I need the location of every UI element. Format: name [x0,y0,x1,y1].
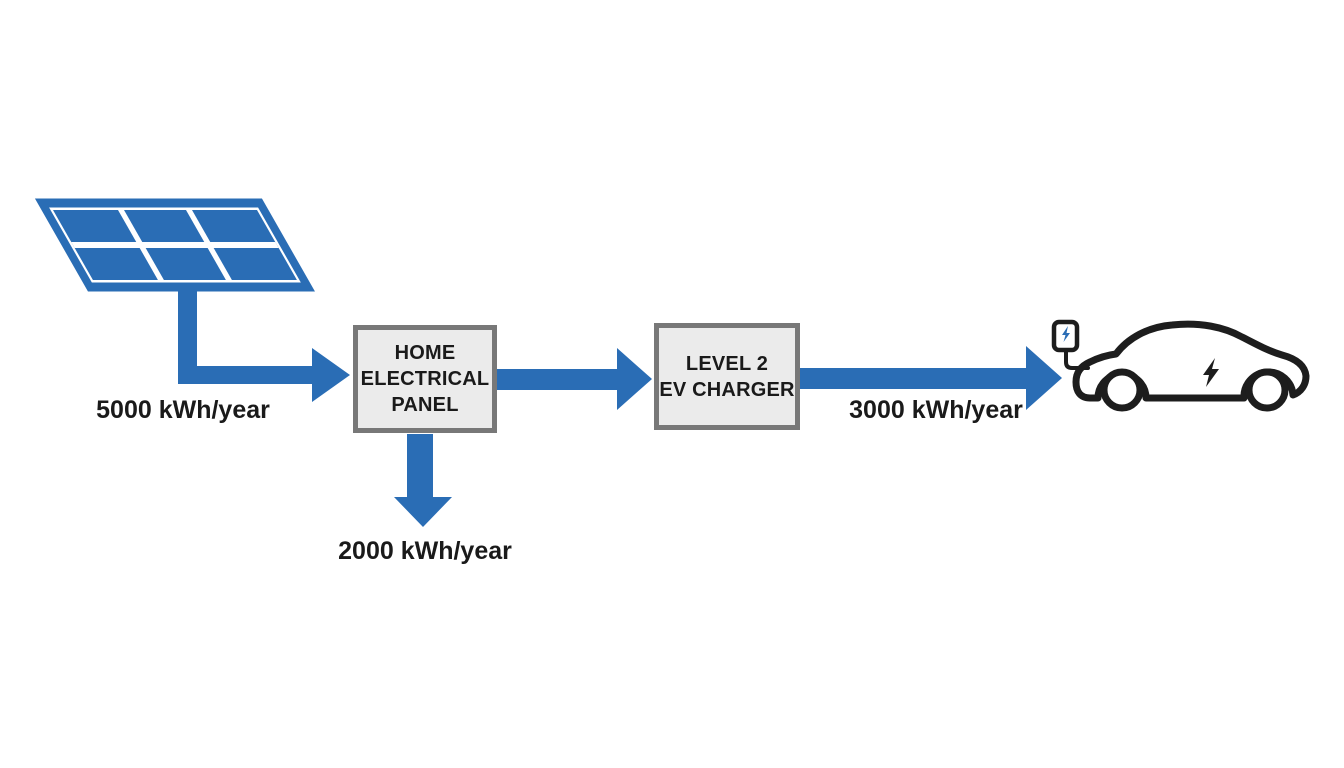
charging-station-icon [1051,319,1080,353]
ev-charger-label-line2: EV CHARGER [659,378,795,401]
flow-label-solar-to-home: 5000 kWh/year [96,396,270,424]
station-plug-icon [1062,326,1070,342]
flow-arrow-solar-to-home [178,291,350,402]
ev-charger-label-line1: LEVEL 2 [685,352,769,375]
flow-arrow-home-to-loads [394,434,452,527]
solar-panel-icon [34,198,315,292]
rear-wheel-icon [1245,368,1289,412]
home-panel-label-line3: PANEL [391,394,459,416]
node-home-electrical-panel: HOME ELECTRICAL PANEL [353,325,497,433]
flow-arrow-home-to-charger [497,348,652,410]
charging-cable [1064,348,1090,370]
flow-arrow-charger-to-car [800,346,1062,410]
ev-car-icon [1051,319,1310,412]
solar-panel-gridline [117,210,164,280]
home-panel-label-line2: ELECTRICAL [360,368,490,390]
flow-label-charger-to-car: 3000 kWh/year [849,396,1023,424]
flow-label-home-consumption: 2000 kWh/year [338,537,512,565]
car-body-outline [1072,320,1310,402]
front-wheel-icon [1100,368,1144,412]
solar-panel-gridline [185,210,232,280]
home-panel-label-line1: HOME [394,342,456,364]
node-level2-ev-charger: LEVEL 2 EV CHARGER [654,323,800,430]
lightning-bolt-icon [1203,358,1219,387]
